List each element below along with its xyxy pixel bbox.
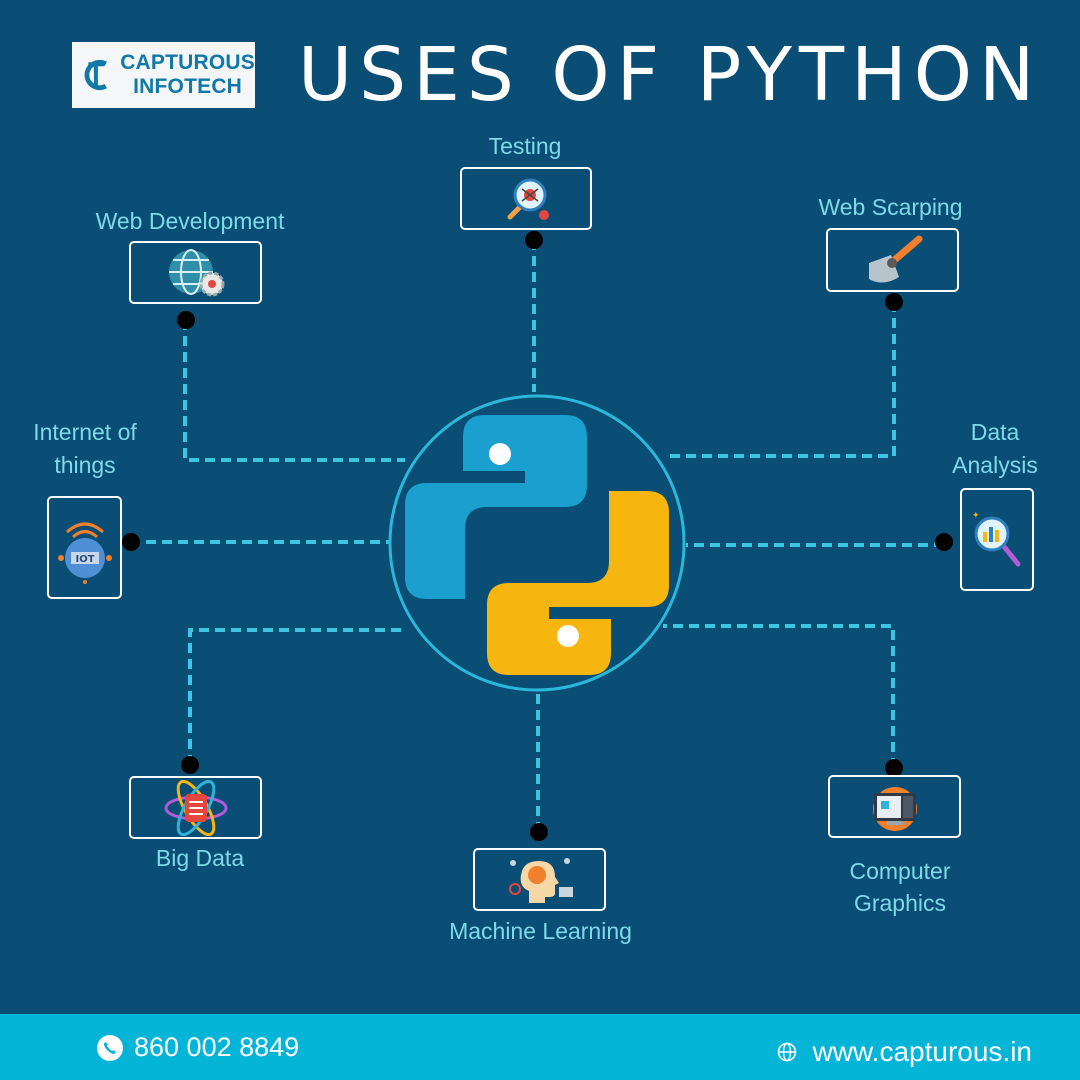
label-iot-line1: Internet of xyxy=(33,419,137,445)
brand-name-line2: INFOTECH xyxy=(133,75,243,98)
brand-logo: CAPTUROUS INFOTECH xyxy=(72,42,255,108)
node-graphics xyxy=(885,759,903,777)
label-iot-line2: things xyxy=(54,452,116,478)
python-logo-icon xyxy=(388,394,686,692)
node-data-analysis xyxy=(935,533,953,551)
label-graphics-line1: Computer xyxy=(849,858,951,884)
box-iot: IOT xyxy=(47,496,122,599)
scraper-icon xyxy=(868,235,922,283)
node-iot xyxy=(122,533,140,551)
connector-web-scraping xyxy=(666,302,896,458)
page-title: USES OF PYTHON xyxy=(298,32,1042,118)
node-web-scraping xyxy=(885,293,903,311)
box-web-development xyxy=(129,241,262,304)
brand-name-line1: CAPTUROUS xyxy=(120,51,255,74)
phone-icon xyxy=(97,1034,123,1061)
footer-phone[interactable]: 860 002 8849 xyxy=(96,1032,299,1063)
label-machine-learning: Machine Learning xyxy=(449,918,632,944)
box-data-analysis: ✦ xyxy=(960,488,1034,591)
database-atom-icon xyxy=(164,779,227,836)
globe-icon xyxy=(777,1042,796,1062)
connector-graphics xyxy=(663,624,895,768)
brain-head-icon xyxy=(508,857,573,903)
box-big-data xyxy=(129,776,262,839)
box-testing xyxy=(460,167,592,230)
bug-magnifier-icon xyxy=(507,178,549,220)
box-machine-learning xyxy=(473,848,606,911)
label-data-analysis-line2: Analysis xyxy=(952,452,1038,478)
connector-big-data xyxy=(188,628,405,765)
box-graphics xyxy=(828,775,961,838)
label-big-data: Big Data xyxy=(155,845,245,871)
label-web-development: Web Development xyxy=(95,208,285,234)
capturous-logo-icon xyxy=(84,59,107,91)
node-machine-learning xyxy=(530,823,548,841)
node-web-development xyxy=(177,311,195,329)
svg-text:✦: ✦ xyxy=(972,511,980,521)
footer-bar: 860 002 8849 www.capturous.in xyxy=(0,1014,1080,1080)
box-web-scraping xyxy=(826,228,959,292)
chart-magnifier-icon: ✦ xyxy=(972,511,1021,566)
label-graphics-line2: Graphics xyxy=(853,890,947,916)
node-big-data xyxy=(181,756,199,774)
monitor-icon xyxy=(872,786,917,831)
label-testing: Testing xyxy=(488,133,562,159)
website-url: www.capturous.in xyxy=(812,1036,1032,1067)
label-data-analysis-line1: Data xyxy=(970,419,1020,445)
iot-globe-icon: IOT xyxy=(57,522,112,584)
phone-number: 860 002 8849 xyxy=(134,1032,300,1062)
label-web-scraping: Web Scarping xyxy=(818,194,963,220)
connector-web-development xyxy=(183,320,405,462)
globe-gear-icon xyxy=(168,248,224,296)
node-testing xyxy=(525,231,543,249)
svg-text:IOT: IOT xyxy=(75,554,94,565)
footer-website[interactable]: www.capturous.in xyxy=(777,1036,1032,1068)
